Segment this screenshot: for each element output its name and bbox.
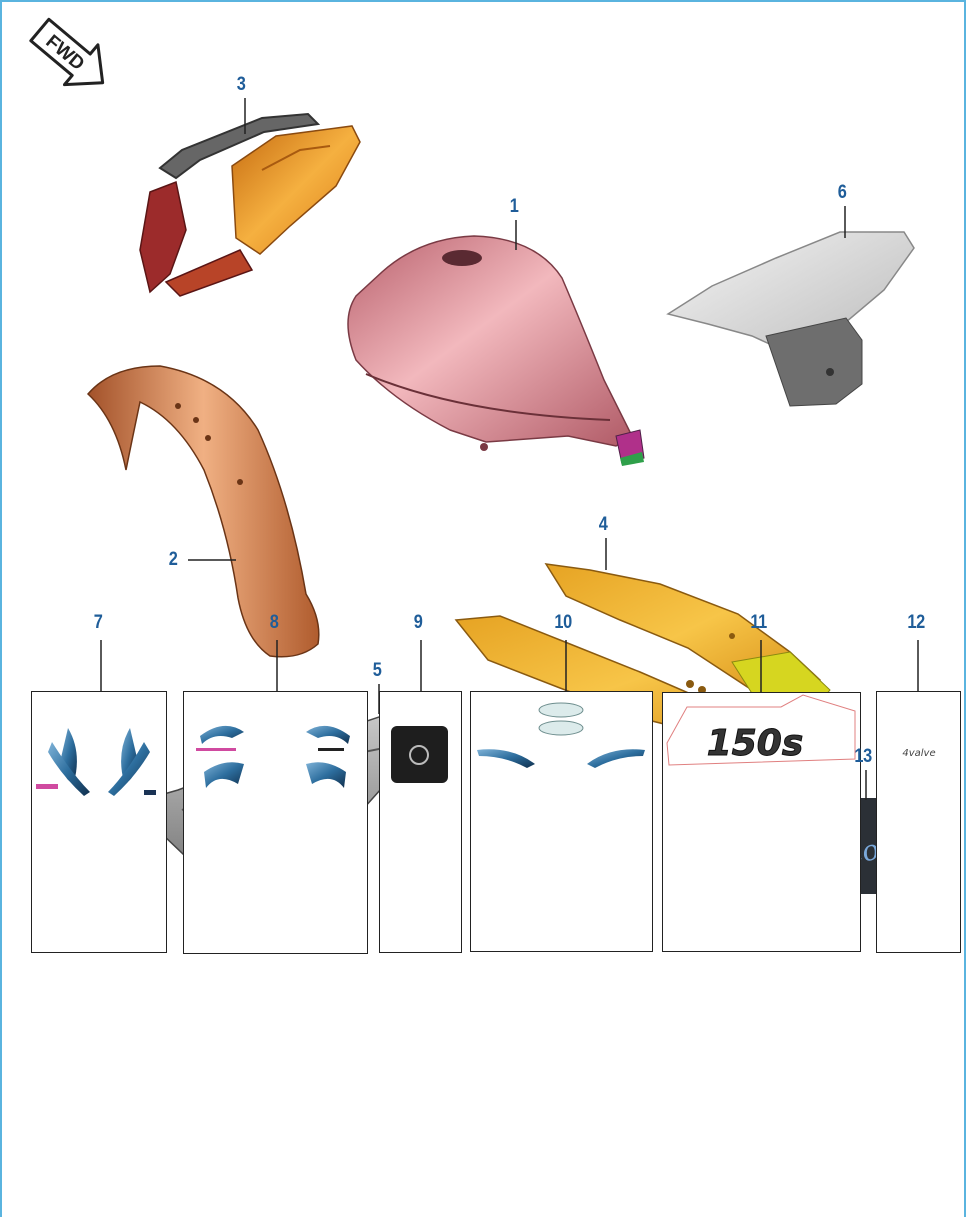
decal-11-text: 150s [707, 723, 804, 764]
callout-4: 4 [599, 514, 608, 536]
decal-box-7 [31, 691, 167, 953]
decal-box-10 [470, 691, 653, 952]
decal-11-graphic: 150s [663, 693, 859, 949]
decal-box-12: 4valve [876, 691, 961, 953]
fwd-arrow-icon: FWD [23, 10, 119, 103]
callout-1: 1 [510, 196, 519, 218]
decal-9-logo [391, 726, 448, 783]
decal-box-8 [183, 691, 368, 954]
part-1-fuel-tank [348, 236, 644, 466]
part-2-front-mudguard [88, 366, 319, 657]
callout-3: 3 [237, 74, 246, 96]
decal-7-graphic [32, 692, 165, 950]
callout-5: 5 [373, 660, 382, 682]
decal-12-text: 4valve [883, 748, 955, 759]
part-3-headlight-bracket [140, 114, 360, 296]
decal-10-graphic [471, 692, 651, 950]
callout-7: 7 [94, 612, 103, 634]
decal-box-9 [379, 691, 462, 953]
bajaj-logo-icon [409, 745, 429, 765]
callout-12: 12 [907, 612, 924, 634]
callout-11: 11 [750, 612, 766, 634]
part-6-side-cover [668, 232, 914, 406]
callout-2: 2 [169, 549, 178, 571]
callout-8: 8 [270, 612, 279, 634]
callout-6: 6 [838, 182, 847, 204]
callout-10: 10 [554, 612, 571, 634]
decal-box-11: 150s [662, 692, 861, 952]
callout-13: 13 [854, 746, 871, 768]
callout-9: 9 [414, 612, 423, 634]
decal-8-graphic [184, 692, 366, 952]
